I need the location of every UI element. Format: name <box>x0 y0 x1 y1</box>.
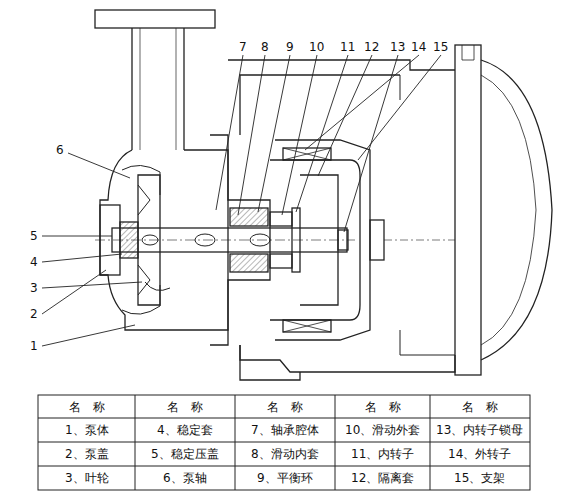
callout-number: 5 <box>29 229 39 243</box>
table-cell: 5、稳定压盖 <box>151 447 219 461</box>
callout-number: 4 <box>29 255 39 269</box>
table-cell: 7、轴承腔体 <box>251 423 319 437</box>
table-header: 名 称 <box>267 400 303 414</box>
callout-number: 7 <box>238 40 248 54</box>
outlet-flange <box>95 10 215 28</box>
callout-number: 13 <box>389 40 406 54</box>
callout-number: 6 <box>55 143 65 157</box>
callout-number: 1 <box>29 339 39 353</box>
callout-number: 14 <box>410 40 427 54</box>
callout-number: 2 <box>29 307 39 321</box>
parts-table <box>38 395 530 490</box>
table-cell: 2、泵盖 <box>65 447 109 461</box>
table-cell: 13、内转子锁母 <box>436 423 523 437</box>
callout-number: 9 <box>285 40 295 54</box>
table-cell: 8、滑动内套 <box>251 447 319 461</box>
table-cell: 11、内转子 <box>351 447 414 461</box>
callout-number: 3 <box>29 281 39 295</box>
outlet-pipe <box>132 28 184 150</box>
table-cell: 9、平衡环 <box>257 471 313 485</box>
table-header: 名 称 <box>69 400 105 414</box>
callout-number: 15 <box>432 40 449 54</box>
bracket <box>228 60 455 372</box>
callout-number: 8 <box>260 40 270 54</box>
table-cell: 15、支架 <box>454 471 505 485</box>
leader-lines <box>42 55 441 346</box>
table-header: 名 称 <box>167 400 203 414</box>
table-cell: 14、外转子 <box>448 447 511 461</box>
table-cell: 12、隔离套 <box>351 471 414 485</box>
table-cell: 6、泵轴 <box>163 471 207 485</box>
callout-number: 11 <box>339 40 356 54</box>
table-header: 名 称 <box>365 400 401 414</box>
table-cell: 4、稳定套 <box>157 423 213 437</box>
callout-number: 12 <box>363 40 380 54</box>
callout-number: 10 <box>308 40 325 54</box>
table-cell: 10、滑动外套 <box>345 423 420 437</box>
table-cell: 1、泵体 <box>65 423 109 437</box>
table-cell: 3、叶轮 <box>65 471 109 485</box>
table-header: 名 称 <box>462 400 498 414</box>
motor <box>481 60 552 360</box>
bracket-flange <box>455 45 481 375</box>
